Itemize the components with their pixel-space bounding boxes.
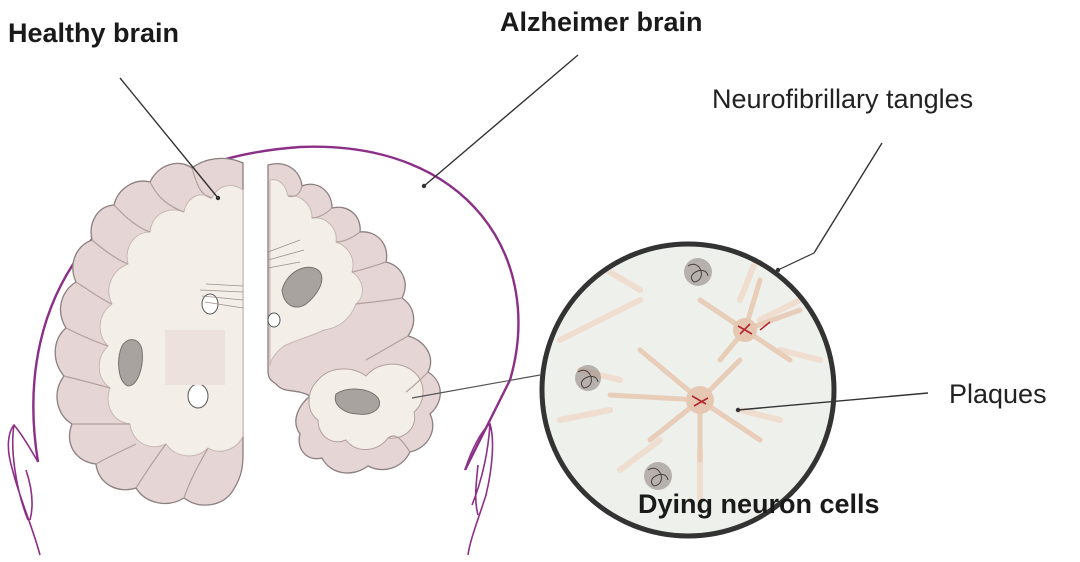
plaques-leader-dot bbox=[736, 408, 740, 412]
alzheimer-brain-label: Alzheimer brain bbox=[500, 7, 703, 38]
tangles-leader-line bbox=[814, 143, 882, 253]
alzheimer-leader-line bbox=[424, 55, 578, 186]
tangles-label: Neurofibrillary tangles bbox=[712, 84, 973, 115]
plaque-bottom bbox=[644, 462, 672, 490]
healthy-ventricle-lower bbox=[188, 384, 208, 408]
dying-neuron-label: Dying neuron cells bbox=[638, 489, 880, 520]
plaques-label: Plaques bbox=[949, 379, 1047, 410]
tangles-leader-inner bbox=[778, 253, 814, 270]
alzheimer-leader-dot bbox=[422, 184, 426, 188]
healthy-brain-label: Healthy brain bbox=[8, 18, 179, 49]
healthy-leader-dot bbox=[216, 196, 220, 200]
alzheimer-hemisphere bbox=[268, 164, 440, 473]
healthy-thalamus bbox=[165, 330, 225, 385]
healthy-hemisphere bbox=[55, 158, 243, 505]
plaque-top bbox=[684, 258, 712, 286]
plaque-left bbox=[575, 365, 601, 391]
alzheimer-ventricle-small bbox=[268, 313, 280, 327]
tangles-leader-dot bbox=[776, 268, 780, 272]
